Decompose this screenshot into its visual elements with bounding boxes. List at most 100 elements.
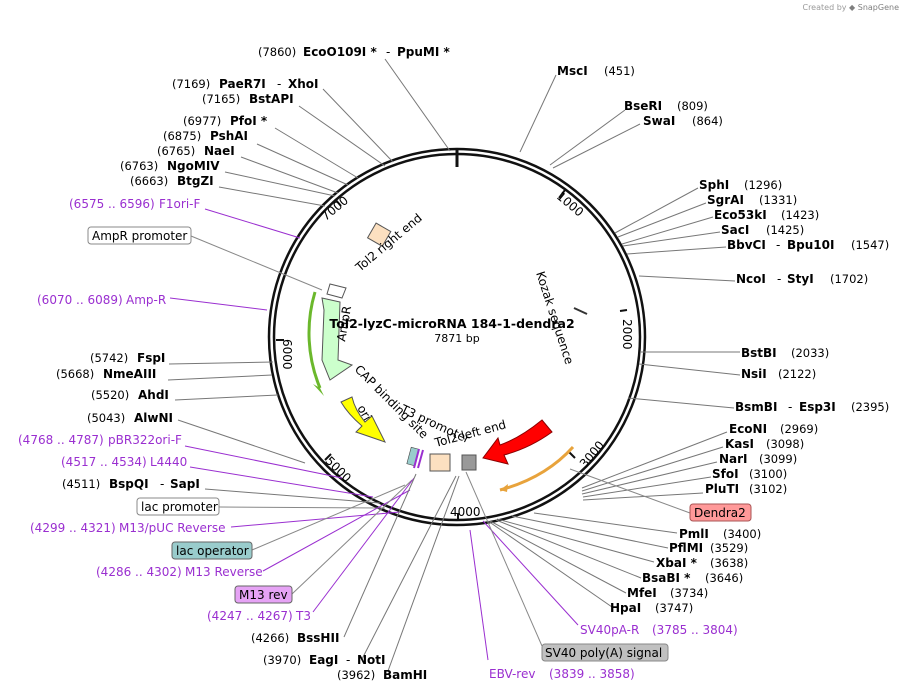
feature-sv40-polya-signal[interactable]: SV40 poly(A) signal	[541, 643, 669, 662]
ori-arrow[interactable]	[340, 396, 386, 443]
svg-text:NaeI: NaeI	[204, 144, 235, 158]
dendra2-arrow[interactable]	[482, 419, 553, 465]
site-hpai[interactable]: HpaI (3747)	[610, 601, 693, 615]
svg-text:MfeI: MfeI	[627, 586, 657, 600]
site-nmeaiii[interactable]: (5668) NmeAIII	[56, 367, 156, 381]
site-mfei[interactable]: MfeI (3734)	[627, 586, 708, 600]
svg-text:(2033): (2033)	[791, 346, 829, 360]
site-naei[interactable]: (6765) NaeI	[157, 144, 235, 158]
site-bamhi[interactable]: (3962) BamHI	[337, 668, 427, 682]
primer-f1ori-f[interactable]: (6575 .. 6596) F1ori-F	[69, 197, 200, 211]
svg-text:NmeAIII: NmeAIII	[103, 367, 156, 381]
feature-m13-rev[interactable]: M13 rev	[234, 585, 293, 604]
connectors-left	[167, 58, 460, 672]
site-eagi[interactable]: (3970) EagI - NotI	[263, 653, 386, 667]
svg-text:BtgZI: BtgZI	[177, 174, 214, 188]
tick-label-2000: 2000	[620, 319, 634, 350]
svg-text:SwaI: SwaI	[643, 114, 675, 128]
snapgene-logo-icon: ◆	[849, 3, 856, 12]
site-eco53ki[interactable]: Eco53kI (1423)	[714, 208, 819, 222]
lac-region-marks	[406, 446, 424, 469]
svg-text:(2122): (2122)	[778, 367, 816, 381]
site-bsmbi[interactable]: BsmBI - Esp3I (2395)	[735, 400, 889, 414]
plasmid-length: 7871 bp	[434, 332, 479, 345]
site-sphi[interactable]: SphI (1296)	[699, 178, 782, 192]
ampr-outline-arc	[307, 291, 322, 389]
site-nari[interactable]: NarI (3099)	[719, 452, 797, 466]
ampr-arrow[interactable]	[321, 297, 354, 381]
primer-pbr322ori-f[interactable]: (4768 .. 4787) pBR322ori-F	[18, 433, 182, 447]
primer-t3[interactable]: (4247 .. 4267) T3	[207, 609, 311, 623]
ampr-promoter-arrow[interactable]	[326, 283, 347, 299]
primer-m13-puc-reverse[interactable]: (4299 .. 4321) M13/pUC Reverse	[30, 521, 226, 535]
svg-text:(4299 .. 4321): (4299 .. 4321)	[30, 521, 116, 535]
site-pfoi[interactable]: (6977) PfoI *	[183, 114, 268, 128]
tol2-right-end-box[interactable]	[366, 222, 392, 247]
site-pmli[interactable]: PmlI (3400)	[679, 527, 761, 541]
svg-text:EcoNI: EcoNI	[729, 422, 767, 436]
site-sgrai[interactable]: SgrAI (1331)	[707, 193, 797, 207]
site-bsabi[interactable]: BsaBI * (3646)	[642, 571, 743, 585]
svg-text:-: -	[386, 45, 390, 59]
svg-text:BstAPI: BstAPI	[249, 92, 294, 106]
svg-text:(3400): (3400)	[723, 527, 761, 541]
svg-text:(7169): (7169)	[172, 77, 210, 91]
site-bseri[interactable]: BseRI (809)	[624, 99, 708, 113]
site-bbvci[interactable]: BbvCI - Bpu10I (1547)	[727, 238, 889, 252]
site-ahdi[interactable]: (5520) AhdI	[91, 388, 169, 402]
svg-text:SgrAI: SgrAI	[707, 193, 744, 207]
site-btgzi[interactable]: (6663) BtgZI	[130, 174, 214, 188]
site-ngomiv[interactable]: (6763) NgoMIV	[120, 159, 220, 173]
site-bspqi[interactable]: (4511) BspQI - SapI	[62, 477, 200, 491]
svg-text:EagI: EagI	[309, 653, 338, 667]
sv40-polya-box[interactable]	[461, 454, 477, 471]
site-fspi[interactable]: (5742) FspI	[90, 351, 165, 365]
svg-text:F1ori-F: F1ori-F	[159, 197, 200, 211]
svg-text:NsiI: NsiI	[741, 367, 767, 381]
svg-text:PshAI: PshAI	[210, 129, 248, 143]
svg-text:(4266): (4266)	[251, 631, 289, 645]
svg-text:EcoO109I *: EcoO109I *	[303, 45, 377, 59]
svg-text:BstBI: BstBI	[741, 346, 777, 360]
svg-text:-: -	[776, 238, 780, 252]
site-paer7i[interactable]: (7169) PaeR7I - XhoI	[172, 77, 319, 91]
site-pshai[interactable]: (6875) PshAI	[163, 129, 248, 143]
svg-text:(4511): (4511)	[62, 477, 100, 491]
primer-sv40pa-r[interactable]: SV40pA-R (3785 .. 3804)	[580, 623, 738, 637]
site-ncoi[interactable]: NcoI - StyI (1702)	[736, 272, 868, 286]
site-xbai[interactable]: XbaI * (3638)	[656, 556, 748, 570]
site-nsii[interactable]: NsiI (2122)	[741, 367, 816, 381]
svg-text:SacI: SacI	[721, 223, 749, 237]
svg-text:M13 rev: M13 rev	[239, 588, 288, 602]
site-pflmi[interactable]: PflMI (3529)	[669, 541, 748, 555]
feature-ampr-promoter[interactable]: AmpR promoter	[87, 226, 192, 245]
primer-m13-reverse[interactable]: (4286 .. 4302) M13 Reverse	[96, 565, 263, 579]
site-saci[interactable]: SacI (1425)	[721, 223, 804, 237]
primer-amp-r[interactable]: (6070 .. 6089) Amp-R	[37, 293, 166, 307]
svg-text:(2395): (2395)	[851, 400, 889, 414]
feature-dendra2[interactable]: Dendra2	[689, 503, 752, 522]
site-bsshii[interactable]: (4266) BssHII	[251, 631, 339, 645]
tol2-left-end-box[interactable]	[429, 453, 451, 472]
ori-label: ori	[354, 403, 374, 424]
svg-text:HpaI: HpaI	[610, 601, 641, 615]
site-econi[interactable]: EcoNI (2969)	[729, 422, 818, 436]
svg-text:-: -	[788, 400, 792, 414]
tol2-right-end-label: Tol2 right end	[352, 211, 425, 275]
site-msci[interactable]: MscI (451)	[557, 64, 635, 78]
svg-text:AmpR promoter: AmpR promoter	[92, 229, 187, 243]
site-kasi[interactable]: KasI (3098)	[725, 437, 804, 451]
feature-lac-promoter[interactable]: lac promoter	[136, 497, 220, 516]
site-swai[interactable]: SwaI (864)	[643, 114, 723, 128]
primer-ebv-rev[interactable]: EBV-rev (3839 .. 3858)	[489, 667, 635, 681]
site-bstapi[interactable]: (7165) BstAPI	[202, 92, 294, 106]
site-bstbi[interactable]: BstBI (2033)	[741, 346, 829, 360]
site-ecoo109i[interactable]: (7860) EcoO109I * - PpuMI *	[258, 45, 451, 59]
svg-text:(7165): (7165)	[202, 92, 240, 106]
primer-l4440[interactable]: (4517 .. 4534) L4440	[61, 455, 187, 469]
site-sfoi[interactable]: SfoI (3100)	[712, 467, 787, 481]
site-alwni[interactable]: (5043) AlwNI	[87, 411, 173, 425]
site-pluti[interactable]: PluTI (3102)	[705, 482, 787, 496]
feature-lac-operator[interactable]: lac operator	[171, 541, 253, 560]
